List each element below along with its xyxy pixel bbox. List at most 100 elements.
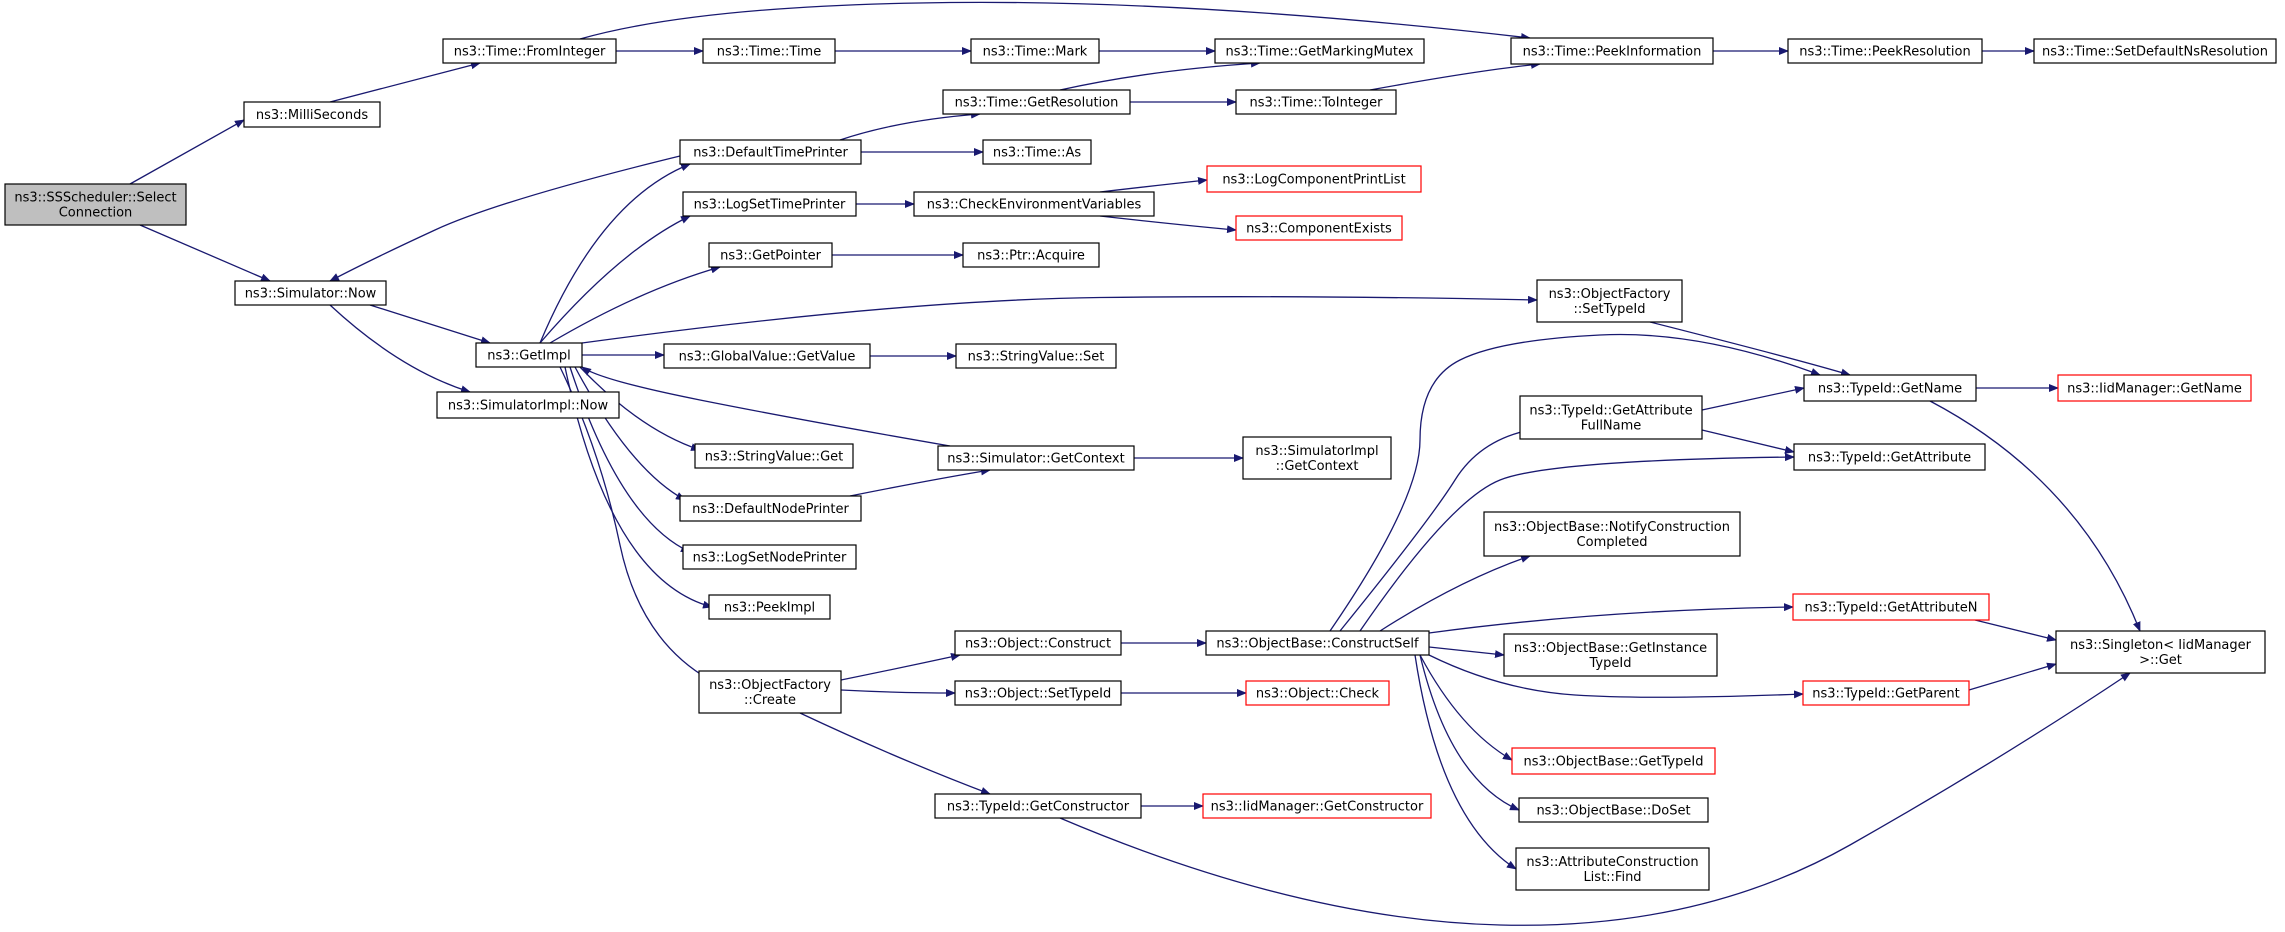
node-box xyxy=(1503,633,1718,677)
node-simgetctx[interactable]: ns3::Simulator::GetContext xyxy=(937,445,1135,471)
node-ofsettid[interactable]: ns3::ObjectFactory::SetTypeId xyxy=(1536,279,1683,323)
node-tidgan[interactable]: ns3::TypeId::GetAttributeN xyxy=(1792,593,1990,621)
node-timeas[interactable]: ns3::Time::As xyxy=(982,139,1092,165)
edge-tidgafn-to-tidga xyxy=(1701,429,1795,454)
node-peekinfo[interactable]: ns3::Time::PeekInformation xyxy=(1510,37,1714,65)
node-simnow[interactable]: ns3::Simulator::Now xyxy=(234,280,387,306)
node-label: ns3::StringValue::Set xyxy=(968,350,1105,365)
node-toint[interactable]: ns3::Time::ToInteger xyxy=(1235,89,1397,115)
node-svset[interactable]: ns3::StringValue::Set xyxy=(955,343,1117,369)
node-obnotify[interactable]: ns3::ObjectBase::NotifyConstructionCompl… xyxy=(1483,511,1741,557)
node-label: List::Find xyxy=(1583,870,1641,885)
edge-simnow-to-getimpl xyxy=(369,304,491,345)
node-box xyxy=(1510,37,1714,65)
node-millis[interactable]: ns3::MilliSeconds xyxy=(243,101,381,128)
edge-obconstructself-to-tidgan xyxy=(1428,603,1794,634)
edge-obconstructself-to-obdoset xyxy=(1419,654,1520,811)
node-checkenv[interactable]: ns3::CheckEnvironmentVariables xyxy=(913,191,1155,217)
node-peekimpl[interactable]: ns3::PeekImpl xyxy=(708,594,831,620)
edge-ofsettid-to-tidgetname xyxy=(1649,321,1851,377)
node-logcpl[interactable]: ns3::LogComponentPrintList xyxy=(1206,165,1422,193)
node-label: ns3::Time::GetResolution xyxy=(955,96,1119,111)
node-label: ns3::ObjectBase::GetInstance xyxy=(1514,641,1707,656)
node-fromint[interactable]: ns3::Time::FromInteger xyxy=(442,38,617,64)
node-box xyxy=(708,242,833,268)
node-box xyxy=(1793,443,1986,471)
node-getptr[interactable]: ns3::GetPointer xyxy=(708,242,833,268)
node-box xyxy=(1792,593,1990,621)
node-singleton[interactable]: ns3::Singleton< IidManager>::Get xyxy=(2055,630,2266,674)
node-logstp[interactable]: ns3::LogSetTimePrinter xyxy=(682,191,857,217)
node-box xyxy=(2057,374,2252,402)
node-ofcreate[interactable]: ns3::ObjectFactory::Create xyxy=(698,670,842,714)
node-label: ns3::ObjectBase::DoSet xyxy=(1536,804,1690,819)
node-label: ns3::StringValue::Get xyxy=(705,450,843,465)
node-mutex[interactable]: ns3::Time::GetMarkingMutex xyxy=(1214,38,1425,64)
node-label: ns3::MilliSeconds xyxy=(256,108,369,123)
node-getimpl[interactable]: ns3::GetImpl xyxy=(475,342,583,368)
node-setdef[interactable]: ns3::Time::SetDefaultNsResolution xyxy=(2033,38,2277,64)
node-label: FullName xyxy=(1581,419,1642,434)
edge-getimpl-to-peekimpl xyxy=(564,366,713,609)
node-tidga[interactable]: ns3::TypeId::GetAttribute xyxy=(1793,443,1986,471)
node-ptracq[interactable]: ns3::Ptr::Acquire xyxy=(962,242,1100,268)
node-box xyxy=(942,89,1131,115)
edge-tidgafn-to-tidgetname xyxy=(1701,385,1805,411)
node-label: ::GetContext xyxy=(1276,459,1359,474)
node-lognp[interactable]: ns3::LogSetNodePrinter xyxy=(682,544,857,570)
node-tidparent[interactable]: ns3::TypeId::GetParent xyxy=(1802,680,1970,706)
node-tidgetname[interactable]: ns3::TypeId::GetName xyxy=(1803,374,1977,402)
node-defnp[interactable]: ns3::DefaultNodePrinter xyxy=(679,495,862,522)
node-box xyxy=(1235,215,1403,241)
edge-getimpl-to-getptr xyxy=(549,265,721,344)
node-timetime[interactable]: ns3::Time::Time xyxy=(702,38,836,64)
node-objcheck[interactable]: ns3::Object::Check xyxy=(1245,680,1390,706)
node-label: ns3::ObjectFactory xyxy=(1549,287,1671,302)
node-compex[interactable]: ns3::ComponentExists xyxy=(1235,215,1403,241)
node-label: ns3::GlobalValue::GetValue xyxy=(679,350,856,365)
node-label: ns3::Simulator::Now xyxy=(245,287,377,302)
node-label: ::SetTypeId xyxy=(1573,302,1645,317)
node-tidgetctor[interactable]: ns3::TypeId::GetConstructor xyxy=(934,793,1142,819)
node-box xyxy=(1242,436,1392,480)
node-deftp[interactable]: ns3::DefaultTimePrinter xyxy=(679,139,862,165)
node-mark[interactable]: ns3::Time::Mark xyxy=(970,38,1100,64)
node-box xyxy=(679,139,862,165)
edge-toint-to-peekinfo xyxy=(1369,60,1541,91)
node-label: Completed xyxy=(1577,535,1648,550)
node-objsettid[interactable]: ns3::Object::SetTypeId xyxy=(954,680,1122,706)
edge-ofcreate-to-objconstruct xyxy=(840,652,961,681)
node-obdoset[interactable]: ns3::ObjectBase::DoSet xyxy=(1518,797,1709,823)
node-box xyxy=(954,630,1122,656)
node-iidgetctor[interactable]: ns3::IidManager::GetConstructor xyxy=(1202,793,1432,819)
node-gvget[interactable]: ns3::GlobalValue::GetValue xyxy=(663,343,871,369)
edge-getimpl-to-deftp xyxy=(539,163,691,344)
node-label: ns3::Time::Time xyxy=(717,45,821,60)
node-objconstruct[interactable]: ns3::Object::Construct xyxy=(954,630,1122,656)
edge-obconstructself-to-tidga xyxy=(1359,453,1795,632)
node-box xyxy=(1536,279,1683,323)
node-label: ns3::GetPointer xyxy=(720,249,821,264)
node-peekres[interactable]: ns3::Time::PeekResolution xyxy=(1787,38,1983,64)
node-label: ns3::TypeId::GetName xyxy=(1818,382,1962,397)
node-obgettid[interactable]: ns3::ObjectBase::GetTypeId xyxy=(1511,747,1716,775)
node-label: >::Get xyxy=(2139,653,2182,668)
node-label: ns3::ObjectBase::ConstructSelf xyxy=(1216,637,1419,652)
node-label: ns3::TypeId::GetAttribute xyxy=(1808,451,1971,466)
node-svget[interactable]: ns3::StringValue::Get xyxy=(694,443,854,469)
node-label: ns3::AttributeConstruction xyxy=(1526,855,1698,870)
node-getres[interactable]: ns3::Time::GetResolution xyxy=(942,89,1131,115)
node-box xyxy=(982,139,1092,165)
edge-getimpl-to-svget xyxy=(579,366,701,451)
edge-ofcreate-to-tidgetctor xyxy=(799,712,991,795)
node-obconstructself[interactable]: ns3::ObjectBase::ConstructSelf xyxy=(1205,630,1430,656)
edge-obconstructself-to-obgettid xyxy=(1419,654,1513,761)
edge-fromint-to-peekinfo xyxy=(579,1,1531,41)
node-simimplnow[interactable]: ns3::SimulatorImpl::Now xyxy=(436,391,620,419)
node-simimplctx[interactable]: ns3::SimulatorImpl::GetContext xyxy=(1242,436,1392,480)
node-iidgetname[interactable]: ns3::IidManager::GetName xyxy=(2057,374,2252,402)
